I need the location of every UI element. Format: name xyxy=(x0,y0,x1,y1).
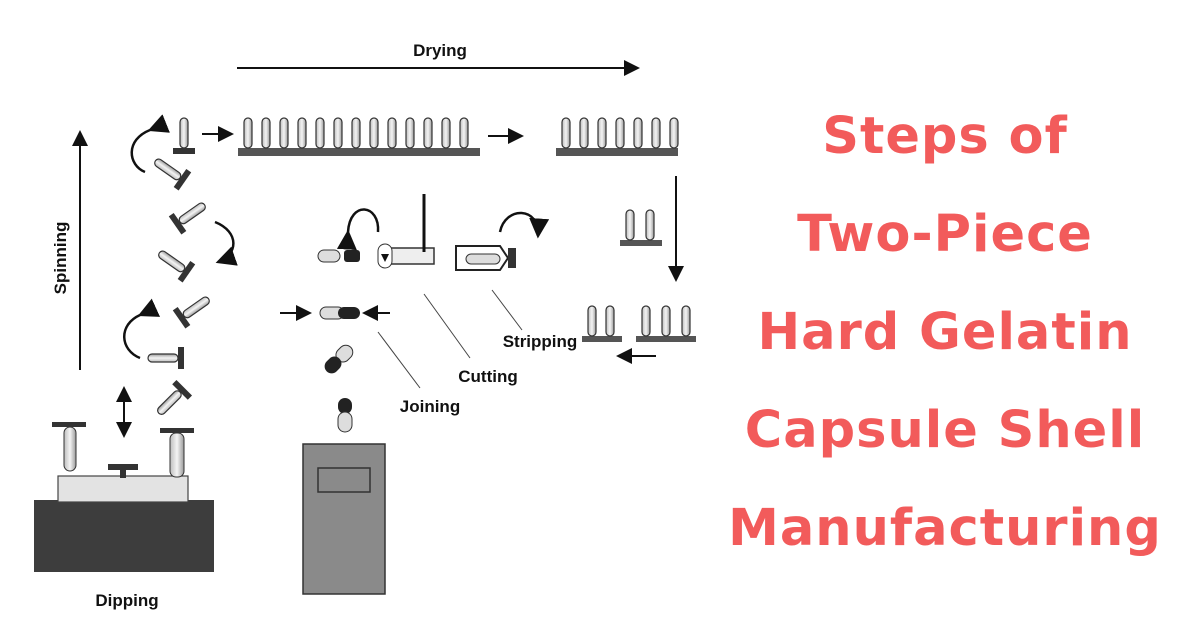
collection-cabinet xyxy=(302,443,386,595)
capsule-manufacturing-diagram: Drying Spinning xyxy=(34,41,696,610)
joining-label: Joining xyxy=(400,397,460,416)
drying-stage: Drying xyxy=(237,41,679,156)
joining-stage: Joining xyxy=(280,305,460,595)
cutting-stage: Cutting xyxy=(317,194,518,386)
drying-label: Drying xyxy=(413,41,467,60)
cutting-label: Cutting xyxy=(458,367,517,386)
drying-bar-long xyxy=(238,117,480,156)
title-line-4: Capsule Shell xyxy=(744,401,1146,460)
title-line-5: Manufacturing xyxy=(728,499,1162,558)
dipping-stage: Dipping xyxy=(34,422,214,610)
title-line-2: Two-Piece xyxy=(797,205,1093,264)
drying-bar-short xyxy=(556,117,679,156)
page-title: Steps of Two-Piece Hard Gelatin Capsule … xyxy=(690,88,1200,578)
stripping-label: Stripping xyxy=(503,332,578,351)
stripping-stage: Stripping xyxy=(455,176,696,364)
dipping-label: Dipping xyxy=(95,591,158,610)
spinning-label: Spinning xyxy=(51,222,70,295)
spinning-stage: Spinning xyxy=(51,114,238,438)
title-line-1: Steps of xyxy=(822,107,1068,166)
title-line-3: Hard Gelatin xyxy=(757,303,1133,362)
